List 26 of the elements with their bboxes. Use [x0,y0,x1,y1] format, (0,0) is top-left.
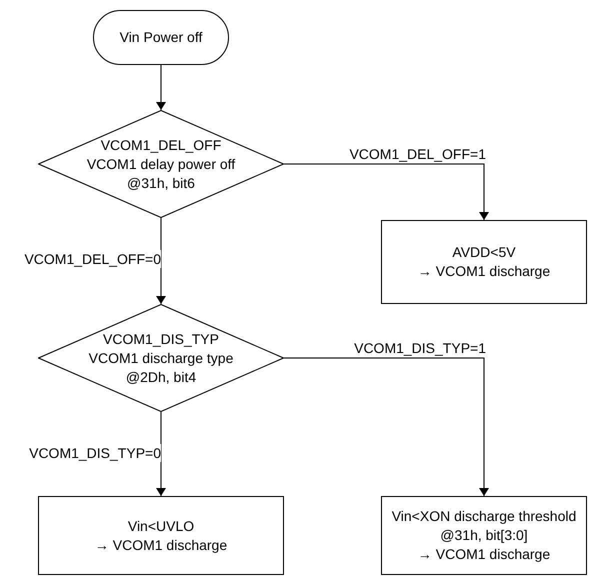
node-text: VCOM1_DIS_TYP [103,330,219,348]
node-text: VCOM1_DEL_OFF [100,136,222,154]
node-text: → VCOM1 discharge [94,536,228,554]
node-text: Vin<XON discharge threshold [392,507,576,526]
arrow [284,358,489,496]
node-text: → VCOM1 discharge [418,262,550,281]
decision-diamond [38,110,284,218]
node-text: @2Dh, bit4 [126,368,196,386]
decision-diamond [38,304,284,412]
process-box [381,496,587,575]
node-text: AVDD<5V [452,243,516,262]
edge-label: VCOM1_DIS_TYP=0 [29,444,161,462]
node-text: Vin<UVLO [128,516,194,536]
arrow [284,164,489,220]
node-text: @31h, bit[3:0] [440,526,528,545]
node-text: VCOM1 delay power off [86,154,236,174]
arrow [156,64,166,110]
node-text: VCOM1 discharge type [88,348,234,368]
node-text: → VCOM1 discharge [418,545,550,564]
arrow [156,218,166,304]
process-box [38,496,284,575]
node-text: @31h, bit6 [127,174,195,192]
node-text: Vin Power off [120,28,202,47]
arrow [156,412,166,496]
process-box [381,220,587,304]
edge-label: VCOM1_DEL_OFF=0 [24,250,161,268]
